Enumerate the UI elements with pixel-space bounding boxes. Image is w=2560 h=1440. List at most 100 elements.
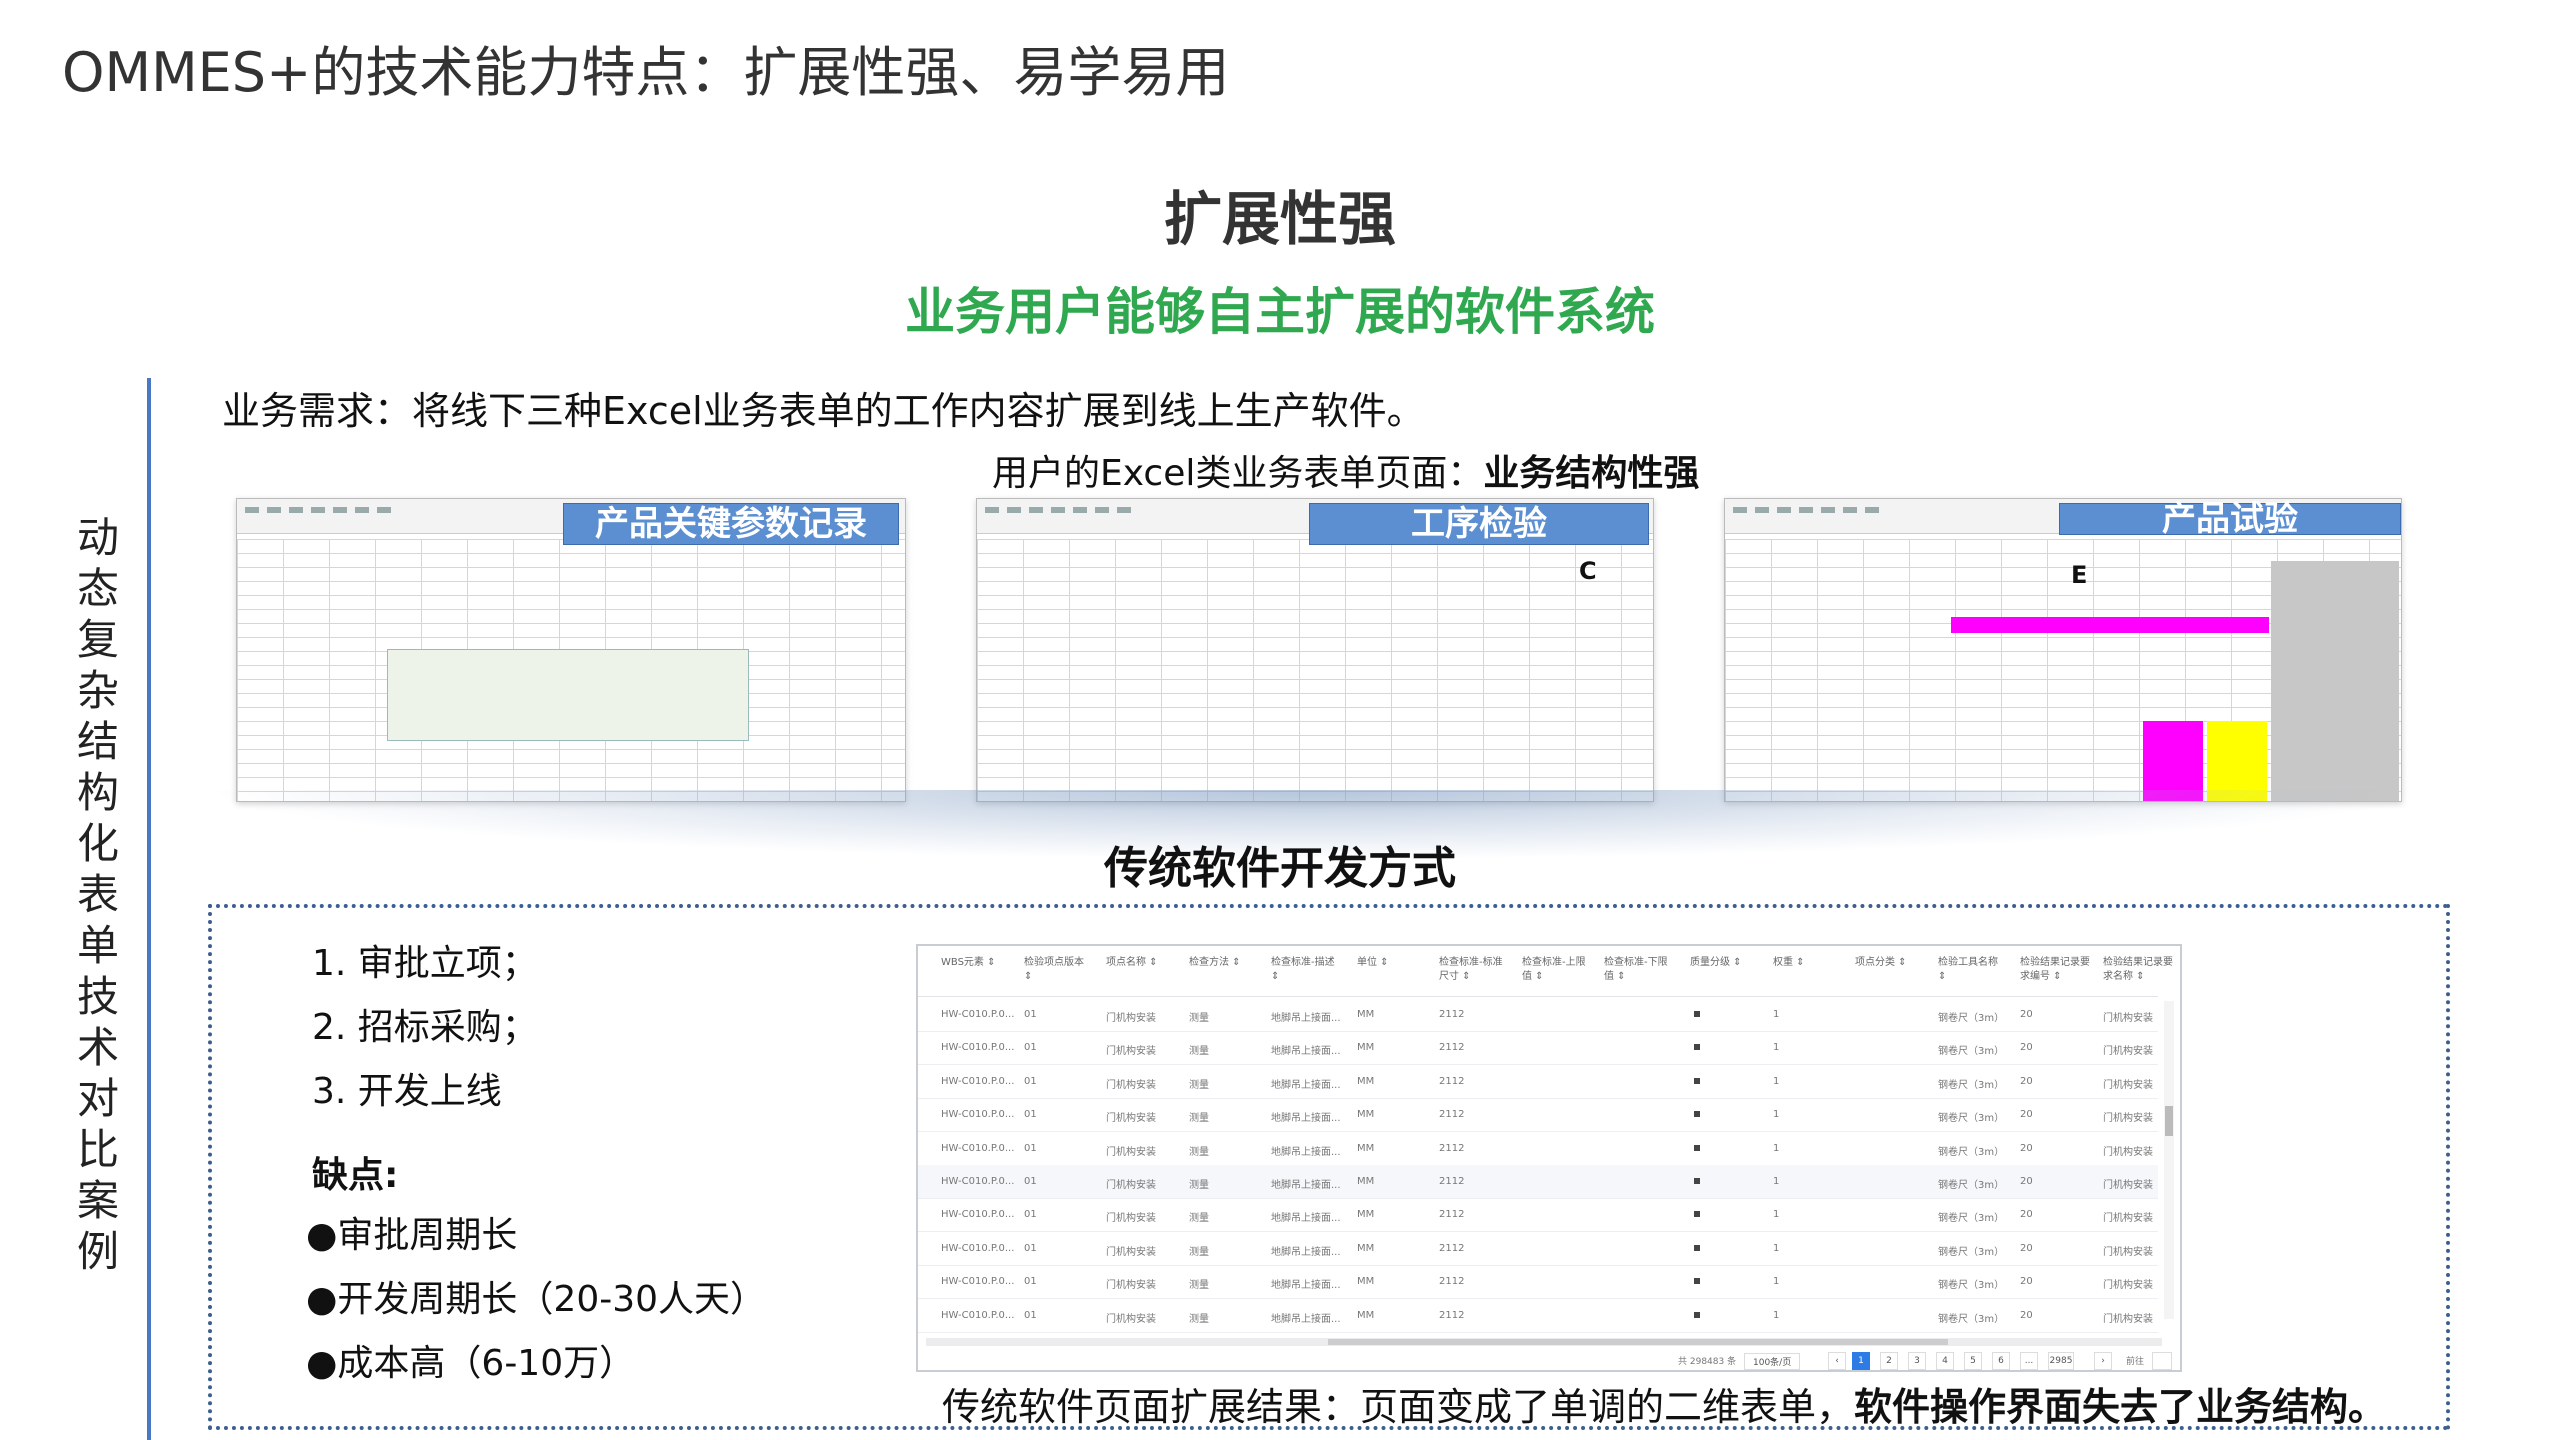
step-item: 3. 开发上线 bbox=[312, 1071, 502, 1112]
quality-grade-marker bbox=[1694, 1311, 1700, 1318]
table-column-header[interactable]: 检验结果记录要求名称 ⇕ bbox=[2103, 957, 2173, 982]
table-cell: 01 bbox=[1024, 1009, 1037, 1020]
business-requirement: 业务需求：将线下三种Excel业务表单的工作内容扩展到线上生产软件。 bbox=[222, 389, 1425, 433]
table-cell: 20 bbox=[2020, 1209, 2033, 1221]
table-cell: 2112 bbox=[1439, 1042, 1465, 1054]
page-button[interactable]: 5 bbox=[1964, 1352, 1982, 1370]
table-cell: HW-C010.P.0... bbox=[941, 1109, 1015, 1121]
table-cell: 2112 bbox=[1439, 1242, 1465, 1254]
table-cell: 01 bbox=[1024, 1209, 1037, 1221]
table-cell: 1 bbox=[1773, 1309, 1780, 1321]
table-cell: 1 bbox=[1773, 1176, 1780, 1187]
table-column-header[interactable]: 检查标准-标准尺寸 ⇕ bbox=[1439, 957, 1503, 982]
step-item: 2. 招标采购； bbox=[312, 1007, 538, 1048]
table-column-header[interactable]: 检查标准-描述 ⇕ bbox=[1271, 957, 1335, 982]
result-bold: 软件操作界面失去了业务结构。 bbox=[1854, 1385, 2387, 1429]
page-size-select[interactable]: 100条/页 bbox=[1744, 1353, 1801, 1370]
excel-sheet-product-test: 产品试验 E bbox=[1724, 498, 2402, 802]
table-cell: 门机构安装 bbox=[1106, 1046, 1156, 1058]
table-cell: 1 bbox=[1773, 1109, 1780, 1121]
page-button[interactable]: 1 bbox=[1852, 1352, 1870, 1370]
page-button[interactable]: 6 bbox=[1992, 1352, 2010, 1370]
table-cell: HW-C010.P.0... bbox=[941, 1176, 1015, 1187]
table-cell: 门机构安装 bbox=[1106, 1146, 1156, 1158]
table-column-header[interactable]: 单位 ⇕ bbox=[1357, 957, 1389, 968]
sheet-letter: C bbox=[1579, 557, 1597, 585]
table-cell: 门机构安装 bbox=[2103, 1046, 2153, 1058]
table-cell: 20 bbox=[2020, 1176, 2033, 1187]
table-cell: 01 bbox=[1024, 1142, 1037, 1154]
page-button[interactable]: 2985 bbox=[2048, 1352, 2074, 1370]
table-column-header[interactable]: 检查方法 ⇕ bbox=[1189, 957, 1241, 968]
table-cell: 钢卷尺（3m） bbox=[1938, 1313, 2005, 1325]
table-cell: 测量 bbox=[1189, 1180, 1209, 1191]
table-column-header[interactable]: 项点名称 ⇕ bbox=[1106, 957, 1158, 968]
table-cell: 地脚吊上接面... bbox=[1271, 1079, 1341, 1091]
prev-page-button[interactable]: ‹ bbox=[1828, 1352, 1846, 1370]
table-column-header[interactable]: 权重 ⇕ bbox=[1773, 957, 1805, 968]
scrollbar-thumb[interactable] bbox=[2165, 1106, 2173, 1136]
quality-grade-marker bbox=[1694, 1077, 1700, 1084]
table-column-header[interactable]: WBS元素 ⇕ bbox=[941, 957, 996, 968]
excel-sheet-process-inspection: 工序检验 C bbox=[976, 498, 1654, 802]
table-cell: MM bbox=[1357, 1176, 1375, 1187]
page-button[interactable]: 2 bbox=[1880, 1352, 1898, 1370]
subheading: 业务用户能够自主扩展的软件系统 bbox=[905, 283, 1655, 341]
next-page-button[interactable]: › bbox=[2094, 1352, 2112, 1370]
cons-label: 缺点: bbox=[312, 1155, 399, 1196]
table-cell: 门机构安装 bbox=[2103, 1280, 2153, 1292]
table-cell: 地脚吊上接面... bbox=[1271, 1113, 1341, 1125]
table-column-header[interactable]: 检验项点版本 ⇕ bbox=[1024, 957, 1084, 982]
table-cell: 1 bbox=[1773, 1242, 1780, 1254]
table-cell: MM bbox=[1357, 1042, 1375, 1054]
table-cell: 门机构安装 bbox=[1106, 1113, 1156, 1125]
excel-caption: 用户的Excel类业务表单页面：业务结构性强 bbox=[992, 444, 1699, 496]
step-item: 1. 审批立项； bbox=[312, 943, 538, 984]
table-cell: 地脚吊上接面... bbox=[1271, 1213, 1341, 1225]
table-column-header[interactable]: 质量分级 ⇕ bbox=[1690, 957, 1742, 968]
table-cell: 测量 bbox=[1189, 1113, 1209, 1125]
table-cell: HW-C010.P.0... bbox=[941, 1009, 1015, 1020]
total-count: 共 298483 条 bbox=[1678, 1357, 1737, 1367]
table-column-header[interactable]: 检查标准-下限值 ⇕ bbox=[1604, 957, 1668, 982]
table-cell: 测量 bbox=[1189, 1213, 1209, 1225]
dotted-frame bbox=[208, 904, 2450, 1430]
table-cell: MM bbox=[1357, 1009, 1375, 1020]
page-button[interactable]: ... bbox=[2020, 1352, 2038, 1370]
horizontal-scrollbar-thumb[interactable] bbox=[1328, 1339, 1948, 1345]
table-column-header[interactable]: 检验工具名称 ⇕ bbox=[1938, 957, 1998, 982]
table-column-header[interactable]: 检查标准-上限值 ⇕ bbox=[1522, 957, 1586, 982]
table-cell: 20 bbox=[2020, 1109, 2033, 1121]
table-column-header[interactable]: 检验结果记录要求编号 ⇕ bbox=[2020, 957, 2090, 982]
table-cell: 门机构安装 bbox=[2103, 1079, 2153, 1091]
table-cell: 2112 bbox=[1439, 1209, 1465, 1221]
table-cell: 1 bbox=[1773, 1075, 1780, 1087]
quality-grade-marker bbox=[1694, 1111, 1700, 1118]
table-cell: 测量 bbox=[1189, 1046, 1209, 1058]
slide-title: OMMES+的技术能力特点：扩展性强、易学易用 bbox=[62, 41, 1230, 104]
page-button[interactable]: 4 bbox=[1936, 1352, 1954, 1370]
table-cell: 20 bbox=[2020, 1142, 2033, 1154]
table-cell: HW-C010.P.0... bbox=[941, 1209, 1015, 1221]
goto-page-input[interactable] bbox=[2152, 1352, 2172, 1370]
page-button[interactable]: 3 bbox=[1908, 1352, 1926, 1370]
table-cell: MM bbox=[1357, 1242, 1375, 1254]
result-caption: 传统软件页面扩展结果：页面变成了单调的二维表单，软件操作界面失去了业务结构。 bbox=[942, 1376, 2386, 1431]
table-cell: MM bbox=[1357, 1309, 1375, 1321]
table-cell: 门机构安装 bbox=[2103, 1213, 2153, 1225]
table-cell: 地脚吊上接面... bbox=[1271, 1313, 1341, 1325]
table-cell: 1 bbox=[1773, 1142, 1780, 1154]
vertical-scrollbar[interactable] bbox=[2164, 1001, 2174, 1319]
table-column-header[interactable]: 项点分类 ⇕ bbox=[1855, 957, 1907, 968]
table-cell: 20 bbox=[2020, 1309, 2033, 1321]
